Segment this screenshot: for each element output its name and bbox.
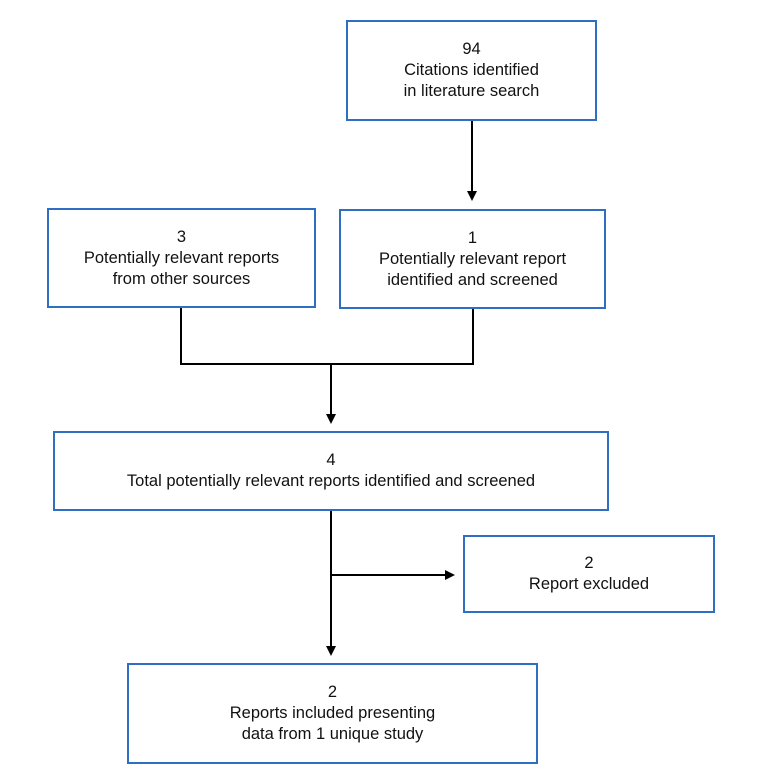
screened-label-line1: Potentially relevant report: [378, 249, 567, 268]
citations-count: 94: [462, 40, 481, 58]
screened-count: 1: [467, 228, 478, 247]
other-sources-box: 3 Potentially relevant reports from othe…: [47, 208, 316, 308]
excluded-count: 2: [584, 554, 594, 572]
included-label-line1: Reports included presenting: [229, 704, 436, 722]
total-count: 4: [326, 451, 336, 469]
included-label-line2: data from 1 unique study: [241, 725, 424, 743]
included-box: 2 Reports included presenting data from …: [127, 663, 538, 764]
excluded-label: Report excluded: [528, 575, 650, 593]
total-label: Total potentially relevant reports ident…: [126, 472, 536, 490]
screened-box: 1 Potentially relevant report identified…: [339, 209, 606, 309]
excluded-box: 2 Report excluded: [463, 535, 715, 613]
citations-label-line2: in literature search: [403, 82, 540, 100]
other-sources-label-line1: Potentially relevant reports: [83, 248, 280, 267]
other-sources-count: 3: [176, 227, 187, 246]
included-count: 2: [327, 683, 338, 701]
citations-label-line1: Citations identified: [404, 61, 539, 79]
total-box: 4 Total potentially relevant reports ide…: [53, 431, 609, 511]
edge-merge-to-total: [180, 308, 474, 365]
screened-label-line2: identified and screened: [387, 270, 558, 289]
citations-box: 94 Citations identified in literature se…: [346, 20, 597, 121]
other-sources-label-line2: from other sources: [112, 269, 251, 288]
